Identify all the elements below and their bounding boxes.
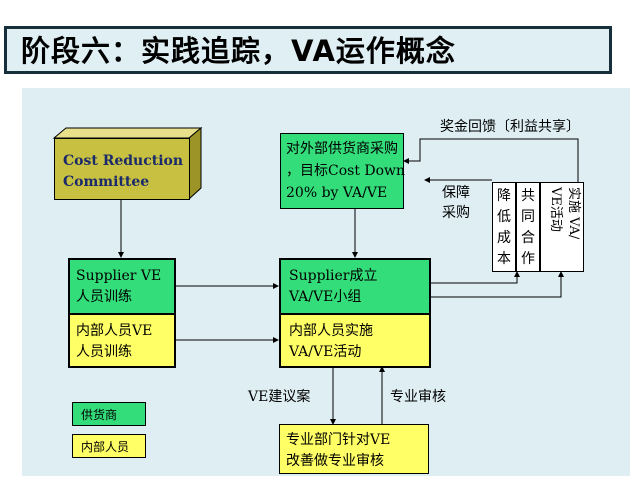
external-purchasing-box: 对外部供货商采购 ，目标Cost Down 20% by VA/VE [280, 133, 406, 209]
legend-supplier: 供货商 [72, 402, 146, 426]
implement-line-1: 实施 [566, 187, 581, 214]
reduce-char-3: 成 [497, 230, 511, 246]
implement-line-2: VA/ [566, 217, 581, 240]
supplier-training-line-1: Supplier VE [76, 268, 162, 284]
cooperate-char-3: 合 [521, 230, 535, 246]
guarantee-label-1: 保障 [442, 185, 470, 201]
internal-training-box: 内部人员VE 人员训练 [68, 313, 176, 368]
committee-line-1: Cost Reduction [63, 153, 184, 169]
guarantee-label-2: 采购 [442, 205, 470, 221]
cooperate-char-1: 共 [521, 188, 535, 204]
committee-box: Cost Reduction Committee [54, 138, 190, 200]
committee-box-side [188, 126, 202, 201]
dept-review-box: 专业部门针对VE 改善做专业审核 [279, 424, 429, 474]
legend-internal-label: 内部人员 [81, 440, 130, 454]
external-line-1: 对外部供货商采购 [286, 141, 398, 157]
supplier-training-line-2: 人员训练 [76, 289, 132, 305]
implement-column: 实施 VA/ VE活动 [540, 182, 584, 272]
reduce-char-4: 本 [497, 251, 511, 267]
internal-impl-line-2: VA/VE活动 [289, 344, 362, 360]
internal-impl-box: 内部人员实施 VA/VE活动 [279, 313, 431, 368]
ve-proposal-label: VE建议案 [248, 389, 311, 405]
supplier-group-line-2: VA/VE小组 [289, 289, 362, 305]
internal-training-line-2: 人员训练 [76, 344, 132, 360]
implement-line-3: VE活动 [548, 187, 563, 232]
title-bar: 阶段六：实践追踪，VA运作概念 [4, 26, 612, 74]
bonus-label: 奖金回馈〔利益共享〕 [440, 119, 580, 135]
internal-training-line-1: 内部人员VE [76, 323, 153, 339]
dept-review-line-1: 专业部门针对VE [286, 432, 391, 448]
internal-impl-line-1: 内部人员实施 [289, 323, 373, 339]
cooperate-column: 共 同 合 作 [516, 182, 540, 272]
legend-supplier-label: 供货商 [81, 408, 118, 422]
external-line-2: ，目标Cost Down [286, 163, 406, 179]
cooperate-char-2: 同 [521, 209, 535, 225]
dept-review-line-2: 改善做专业审核 [286, 453, 384, 469]
legend-internal: 内部人员 [72, 434, 146, 458]
reduce-char-2: 低 [497, 209, 511, 225]
reduce-char-1: 降 [497, 188, 511, 204]
cooperate-char-4: 作 [521, 251, 535, 267]
supplier-group-box: Supplier成立 VA/VE小组 [279, 258, 431, 313]
external-line-3: 20% by VA/VE [286, 185, 388, 201]
arrow-group-to-reduce [431, 271, 520, 284]
reduce-cost-column: 降 低 成 本 [492, 182, 516, 272]
arrow-group-to-implement [431, 271, 564, 298]
arrow-bonus-feedback [403, 138, 579, 182]
implement-rotated: 实施 VA/ VE活动 [544, 187, 582, 269]
supplier-group-line-1: Supplier成立 [289, 268, 378, 284]
committee-box-top [52, 127, 203, 139]
supplier-training-box: Supplier VE 人员训练 [68, 258, 176, 313]
committee-line-2: Committee [63, 174, 150, 190]
pro-review-label: 专业审核 [390, 389, 446, 405]
page-title: 阶段六：实践追踪，VA运作概念 [21, 34, 456, 68]
